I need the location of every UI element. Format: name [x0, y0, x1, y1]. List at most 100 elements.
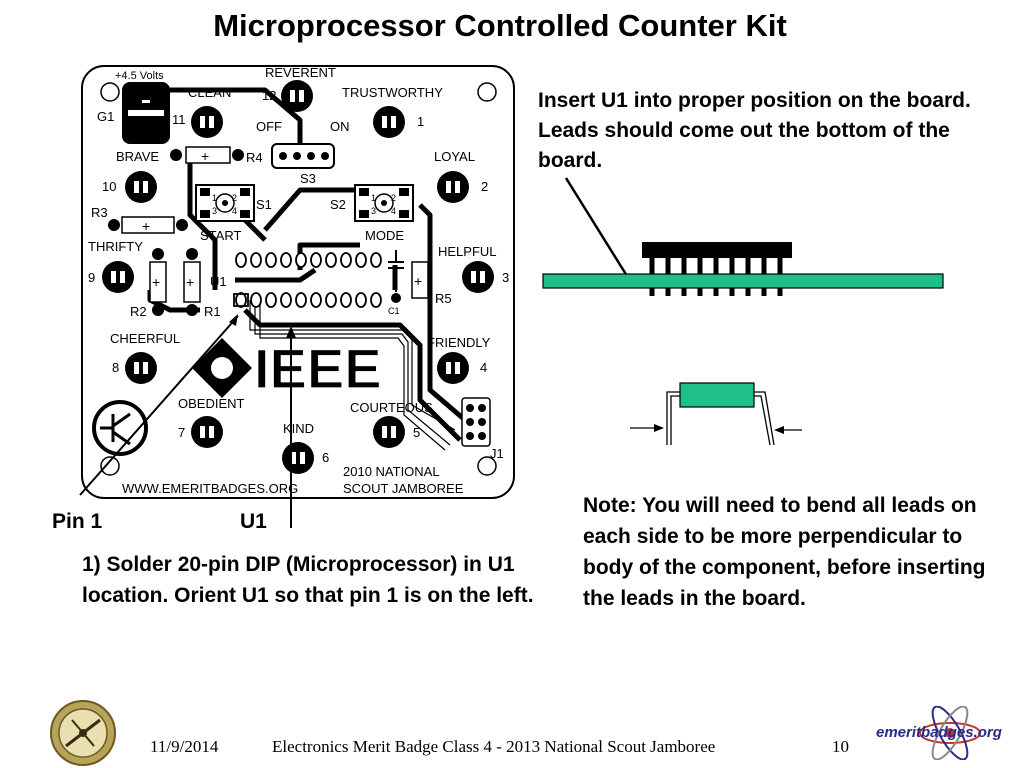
pin1-label: Pin 1 — [52, 510, 103, 533]
label-loyal: LOYAL — [434, 149, 475, 164]
g1-label: G1 — [97, 109, 114, 124]
svg-text:+: + — [152, 274, 160, 290]
u1-label: U1 — [240, 510, 267, 533]
svg-text:1: 1 — [371, 193, 376, 203]
resistor-r4 — [185, 146, 231, 164]
label-friendly: FRIENDLY — [427, 335, 491, 350]
svg-text:4: 4 — [232, 206, 237, 216]
svg-text:2: 2 — [232, 193, 237, 203]
resistor-r1 — [183, 261, 201, 303]
switch-s3 — [271, 143, 335, 169]
label-website: WWW.EMERITBADGES.ORG — [122, 481, 298, 496]
resistor-r5 — [411, 261, 429, 299]
svg-text:2: 2 — [391, 193, 396, 203]
svg-text:4: 4 — [391, 206, 396, 216]
label-reverent: REVERENT — [265, 65, 336, 80]
pcb-traces-thin — [249, 298, 456, 451]
pcb-side — [542, 273, 944, 289]
label-10: 10 — [102, 179, 116, 194]
label-r2: R2 — [130, 304, 147, 319]
solder-step: 1) Solder 20-pin DIP (Microprocessor) in… — [82, 553, 534, 607]
svg-text:3: 3 — [371, 206, 376, 216]
pin1-pointer — [79, 315, 239, 496]
label-9: 9 — [88, 270, 95, 285]
chip-body-side — [642, 242, 792, 258]
resistor-r3 — [121, 216, 175, 234]
ieee-text: IEEE — [254, 337, 382, 400]
label-6: 6 — [322, 450, 329, 465]
footer-course: Electronics Merit Badge Class 4 - 2013 N… — [272, 737, 716, 756]
svg-text:+: + — [414, 273, 422, 289]
capacitor-c1 — [388, 250, 404, 292]
slide-title: Microprocessor Controlled Counter Kit — [213, 8, 787, 43]
label-s1: S1 — [256, 197, 272, 212]
logo-text: emeritbadges.org — [876, 724, 1002, 741]
label-kind: KIND — [283, 421, 314, 436]
label-mode: MODE — [365, 228, 404, 243]
led-pad-3 — [462, 261, 494, 293]
svg-text:+: + — [201, 148, 209, 164]
led-pad-12 — [281, 80, 313, 112]
chip-leads-end — [666, 391, 775, 446]
led-pad-7 — [191, 416, 223, 448]
svg-text:3: 3 — [212, 206, 217, 216]
ieee-logo: IEEE — [192, 336, 382, 401]
svg-text:1: 1 — [212, 193, 217, 203]
page-number: 10 — [832, 737, 849, 756]
label-1: 1 — [417, 114, 424, 129]
label-thrifty: THRIFTY — [88, 239, 143, 254]
label-r4: R4 — [246, 150, 263, 165]
label-obedient: OBEDIENT — [178, 396, 245, 411]
mounting-hole — [100, 82, 120, 102]
label-r5: R5 — [435, 291, 452, 306]
mounting-hole — [477, 82, 497, 102]
label-3: 3 — [502, 270, 509, 285]
voltage-label: +4.5 Volts — [115, 70, 164, 82]
resistor-r2 — [149, 261, 167, 303]
led-pad-2 — [437, 171, 469, 203]
insert-arrow — [564, 177, 634, 285]
label-8: 8 — [112, 360, 119, 375]
label-7: 7 — [178, 425, 185, 440]
u1-footprint — [235, 252, 382, 308]
led-pad-1 — [373, 106, 405, 138]
label-c1: C1 — [388, 306, 400, 316]
emeritbadges-logo: emeritbadges.org — [874, 705, 1002, 761]
label-s3: S3 — [300, 171, 316, 186]
transistor — [92, 400, 148, 456]
label-clean: CLEAN — [188, 85, 231, 100]
svg-text:+: + — [142, 218, 150, 234]
label-j1: J1 — [490, 446, 504, 461]
led-pad-4 — [437, 352, 469, 384]
merit-badge-icon — [50, 700, 116, 766]
atom-icon — [919, 705, 981, 761]
label-jamboree: SCOUT JAMBOREE — [343, 481, 464, 496]
label-11: 11 — [172, 112, 186, 127]
label-courteous: COURTEOUS — [350, 400, 433, 415]
led-pad-5 — [373, 416, 405, 448]
label-s2: S2 — [330, 197, 346, 212]
label-2: 2 — [481, 179, 488, 194]
label-4: 4 — [480, 360, 487, 375]
label-u1-board: U1 — [210, 274, 227, 289]
label-off: OFF — [256, 119, 282, 134]
label-helpful: HELPFUL — [438, 244, 497, 259]
bend-leads-note: Note: You will need to bend all leads on… — [583, 494, 986, 610]
label-start: START — [200, 228, 241, 243]
insert-instruction: Insert U1 into proper position on the bo… — [538, 89, 971, 172]
label-r3: R3 — [91, 205, 108, 220]
led-pad-8 — [125, 352, 157, 384]
mounting-hole — [477, 456, 497, 476]
footer-date: 11/9/2014 — [150, 737, 219, 756]
led-pad-11 — [191, 106, 223, 138]
label-12: 12 — [262, 88, 276, 103]
mounting-hole — [100, 456, 120, 476]
led-pad-9 — [102, 261, 134, 293]
label-r1: R1 — [204, 304, 221, 319]
svg-text:+: + — [186, 274, 194, 290]
led-pad-10 — [125, 171, 157, 203]
label-cheerful: CHEERFUL — [110, 331, 180, 346]
chip-body-end — [679, 382, 755, 408]
label-national: 2010 NATIONAL — [343, 464, 440, 479]
